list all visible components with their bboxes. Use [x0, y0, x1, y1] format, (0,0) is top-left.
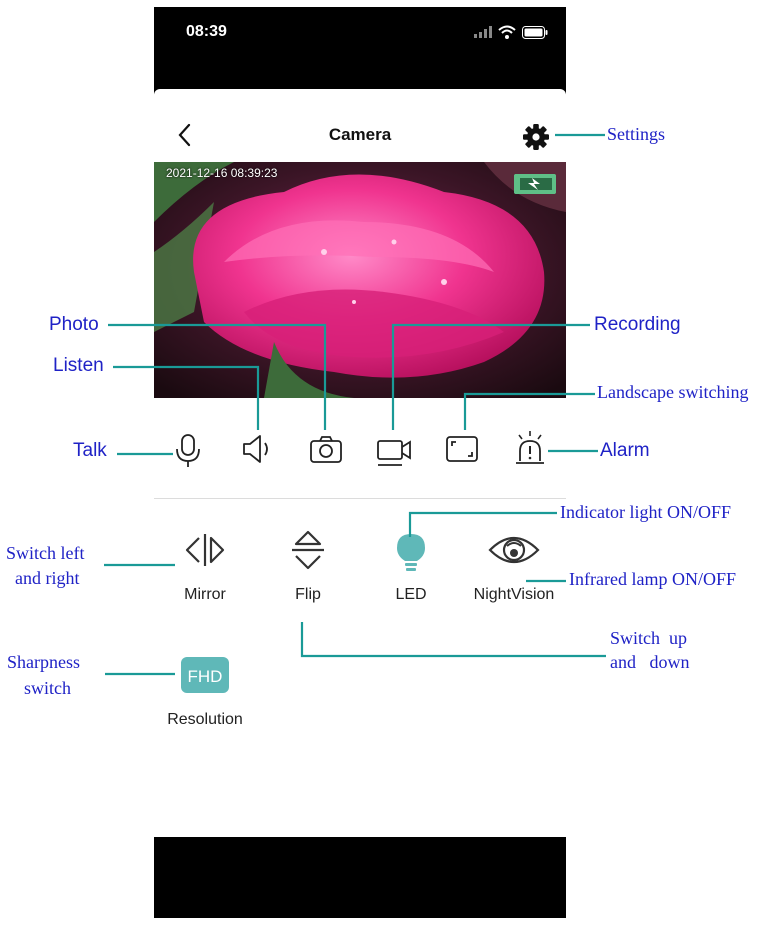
mirror-icon	[185, 534, 225, 566]
home-indicator[interactable]	[286, 822, 434, 827]
resolution-label: Resolution	[167, 711, 243, 728]
annotation-switch-ud-line2: and down	[610, 652, 690, 672]
microphone-icon[interactable]	[168, 429, 208, 469]
annotation-infrared: Infrared lamp ON/OFF	[569, 569, 736, 589]
page-title: Camera	[328, 125, 392, 144]
app-screen: Camera	[154, 89, 566, 837]
led-label: LED	[395, 586, 427, 603]
annotation-alarm: Alarm	[600, 440, 650, 461]
nightvision-button[interactable]: NightVision	[464, 526, 564, 604]
speaker-icon[interactable]	[238, 429, 278, 469]
mirror-button[interactable]: Mirror	[155, 526, 255, 604]
wifi-icon	[498, 25, 516, 39]
nightvision-label: NightVision	[473, 586, 555, 603]
annotation-photo: Photo	[49, 314, 99, 335]
annotation-settings: Settings	[607, 124, 666, 144]
rose-video-image	[154, 162, 566, 398]
flip-icon	[292, 530, 324, 570]
flip-button[interactable]: Flip	[258, 526, 358, 604]
resolution-button[interactable]: FHD Resolution	[155, 651, 255, 729]
annotation-recording: Recording	[594, 314, 681, 335]
gear-icon[interactable]	[522, 123, 550, 151]
annotation-talk: Talk	[73, 440, 107, 461]
status-icons	[474, 25, 548, 39]
alarm-siren-icon[interactable]	[510, 429, 550, 469]
video-record-icon[interactable]	[374, 429, 414, 469]
divider	[154, 498, 566, 499]
annotation-switch-ud-line1: Switch up	[610, 628, 688, 648]
back-icon[interactable]	[174, 121, 196, 149]
resolution-value: FHD	[188, 667, 223, 686]
camera-video-feed[interactable]: 2021-12-16 08:39:23	[154, 162, 566, 398]
mirror-label: Mirror	[184, 586, 226, 603]
annotation-sharpness-line1: Sharpness	[7, 652, 80, 672]
annotation-switch-lr-line2: and right	[15, 568, 80, 588]
video-timestamp: 2021-12-16 08:39:23	[166, 166, 278, 180]
fullscreen-icon[interactable]	[442, 429, 482, 469]
status-time: 08:39	[186, 23, 227, 40]
signal-icon	[474, 26, 492, 38]
annotation-switch-lr-line1: Switch left	[6, 543, 85, 563]
control-bar	[154, 429, 566, 469]
flip-label: Flip	[295, 586, 321, 603]
annotation-indicator: Indicator light ON/OFF	[560, 502, 731, 522]
battery-status-icon	[522, 25, 548, 39]
lightbulb-icon	[397, 534, 425, 571]
resolution-badge: FHD	[181, 657, 229, 693]
annotation-sharpness-line2: switch	[24, 678, 71, 698]
eye-icon	[488, 536, 540, 564]
led-button[interactable]: LED	[361, 526, 461, 604]
battery-charging-icon	[514, 174, 556, 194]
camera-snapshot-icon[interactable]	[306, 429, 346, 469]
annotation-landscape: Landscape switching	[597, 382, 749, 402]
phone-frame: 08:39 Camera	[154, 7, 566, 918]
header: Camera	[154, 89, 566, 161]
annotation-listen: Listen	[53, 355, 104, 376]
